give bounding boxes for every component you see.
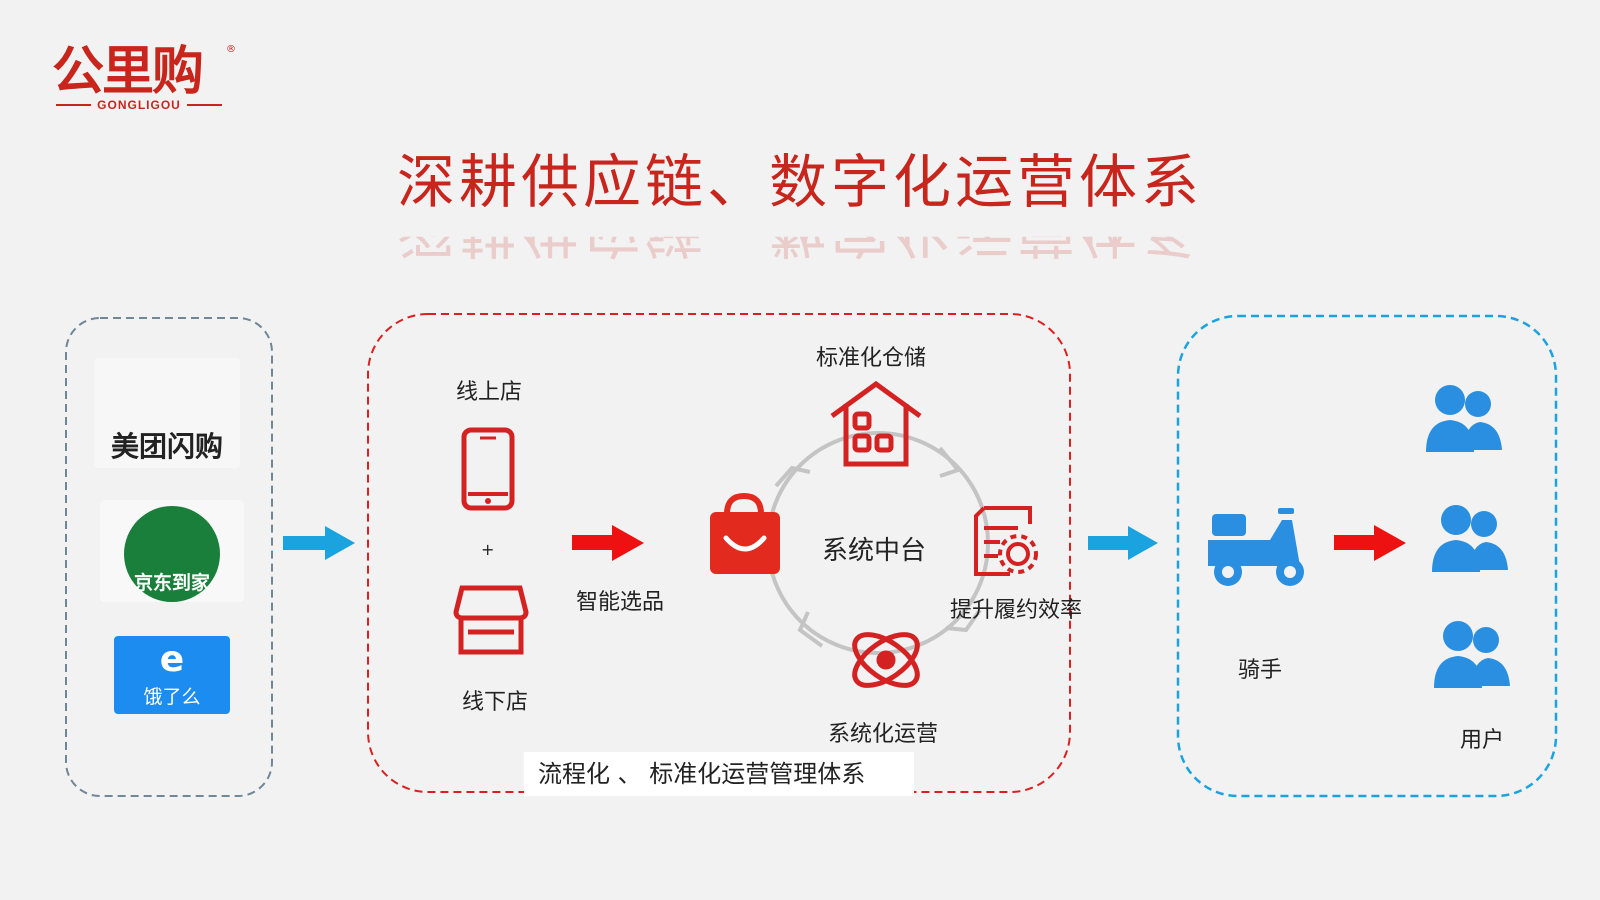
eleme-label: 饿了么: [143, 686, 201, 708]
store-icon: [453, 585, 529, 655]
eleme-e-icon: e: [159, 639, 185, 680]
users-label: 用户: [1460, 728, 1505, 753]
plus-sign: +: [481, 540, 495, 559]
meituan-label: 美团闪购: [110, 430, 223, 463]
scooter-icon: [1208, 508, 1304, 586]
online-store-label: 线上店: [456, 380, 523, 405]
operations-system-label: 流程化 、 标准化运营管理体系: [524, 752, 914, 796]
cycle-arrowhead-bottom-left: [797, 611, 824, 648]
page-title: 深耕供应链、数字化运营体系: [396, 148, 1203, 216]
meituan-tile: [94, 358, 240, 468]
user-group-icon-3: [1434, 621, 1510, 688]
smart-selection-label: 智能选品: [576, 590, 665, 615]
cycle-center-label: 系统中台: [822, 536, 927, 566]
jd-badge: [124, 506, 220, 602]
cycle-arrowhead-top-right: [938, 446, 962, 478]
cycle-label-operations: 系统化运营: [828, 722, 939, 747]
shopping-bag-icon: [710, 492, 780, 574]
logo-sub-text: GONGLIGOU: [97, 98, 181, 112]
cycle-arrowhead-bottom-right: [945, 608, 982, 633]
jd-label: 京东到家: [133, 572, 210, 594]
offline-store-label: 线下店: [462, 690, 529, 715]
platforms-box: [65, 317, 273, 797]
cycle-label-fulfillment: 提升履约效率: [950, 598, 1083, 623]
logo-rule-right: [186, 104, 223, 106]
arrow-blue-right: [1088, 526, 1158, 560]
registered-mark: ®: [226, 44, 236, 55]
warehouse-icon: [830, 380, 922, 467]
rider-label: 骑手: [1238, 658, 1283, 683]
arrow-red-selection: [572, 525, 644, 561]
user-group-icon-2: [1432, 505, 1508, 572]
user-group-icon-1: [1426, 385, 1502, 452]
brand-logo: 公里购: [52, 42, 204, 102]
arrow-red-users: [1334, 525, 1406, 561]
document-gear-icon: [974, 506, 1038, 576]
cycle-label-warehousing: 标准化仓储: [816, 346, 927, 371]
arrow-blue-left: [283, 526, 355, 560]
brand-logo-subtitle: GONGLIGOU: [56, 98, 223, 112]
logo-rule-left: [56, 104, 92, 106]
eleme-tile: [114, 636, 230, 714]
phone-icon: [461, 427, 515, 511]
atom-icon: [852, 632, 920, 688]
cycle-arrowhead-top-left: [774, 465, 811, 488]
